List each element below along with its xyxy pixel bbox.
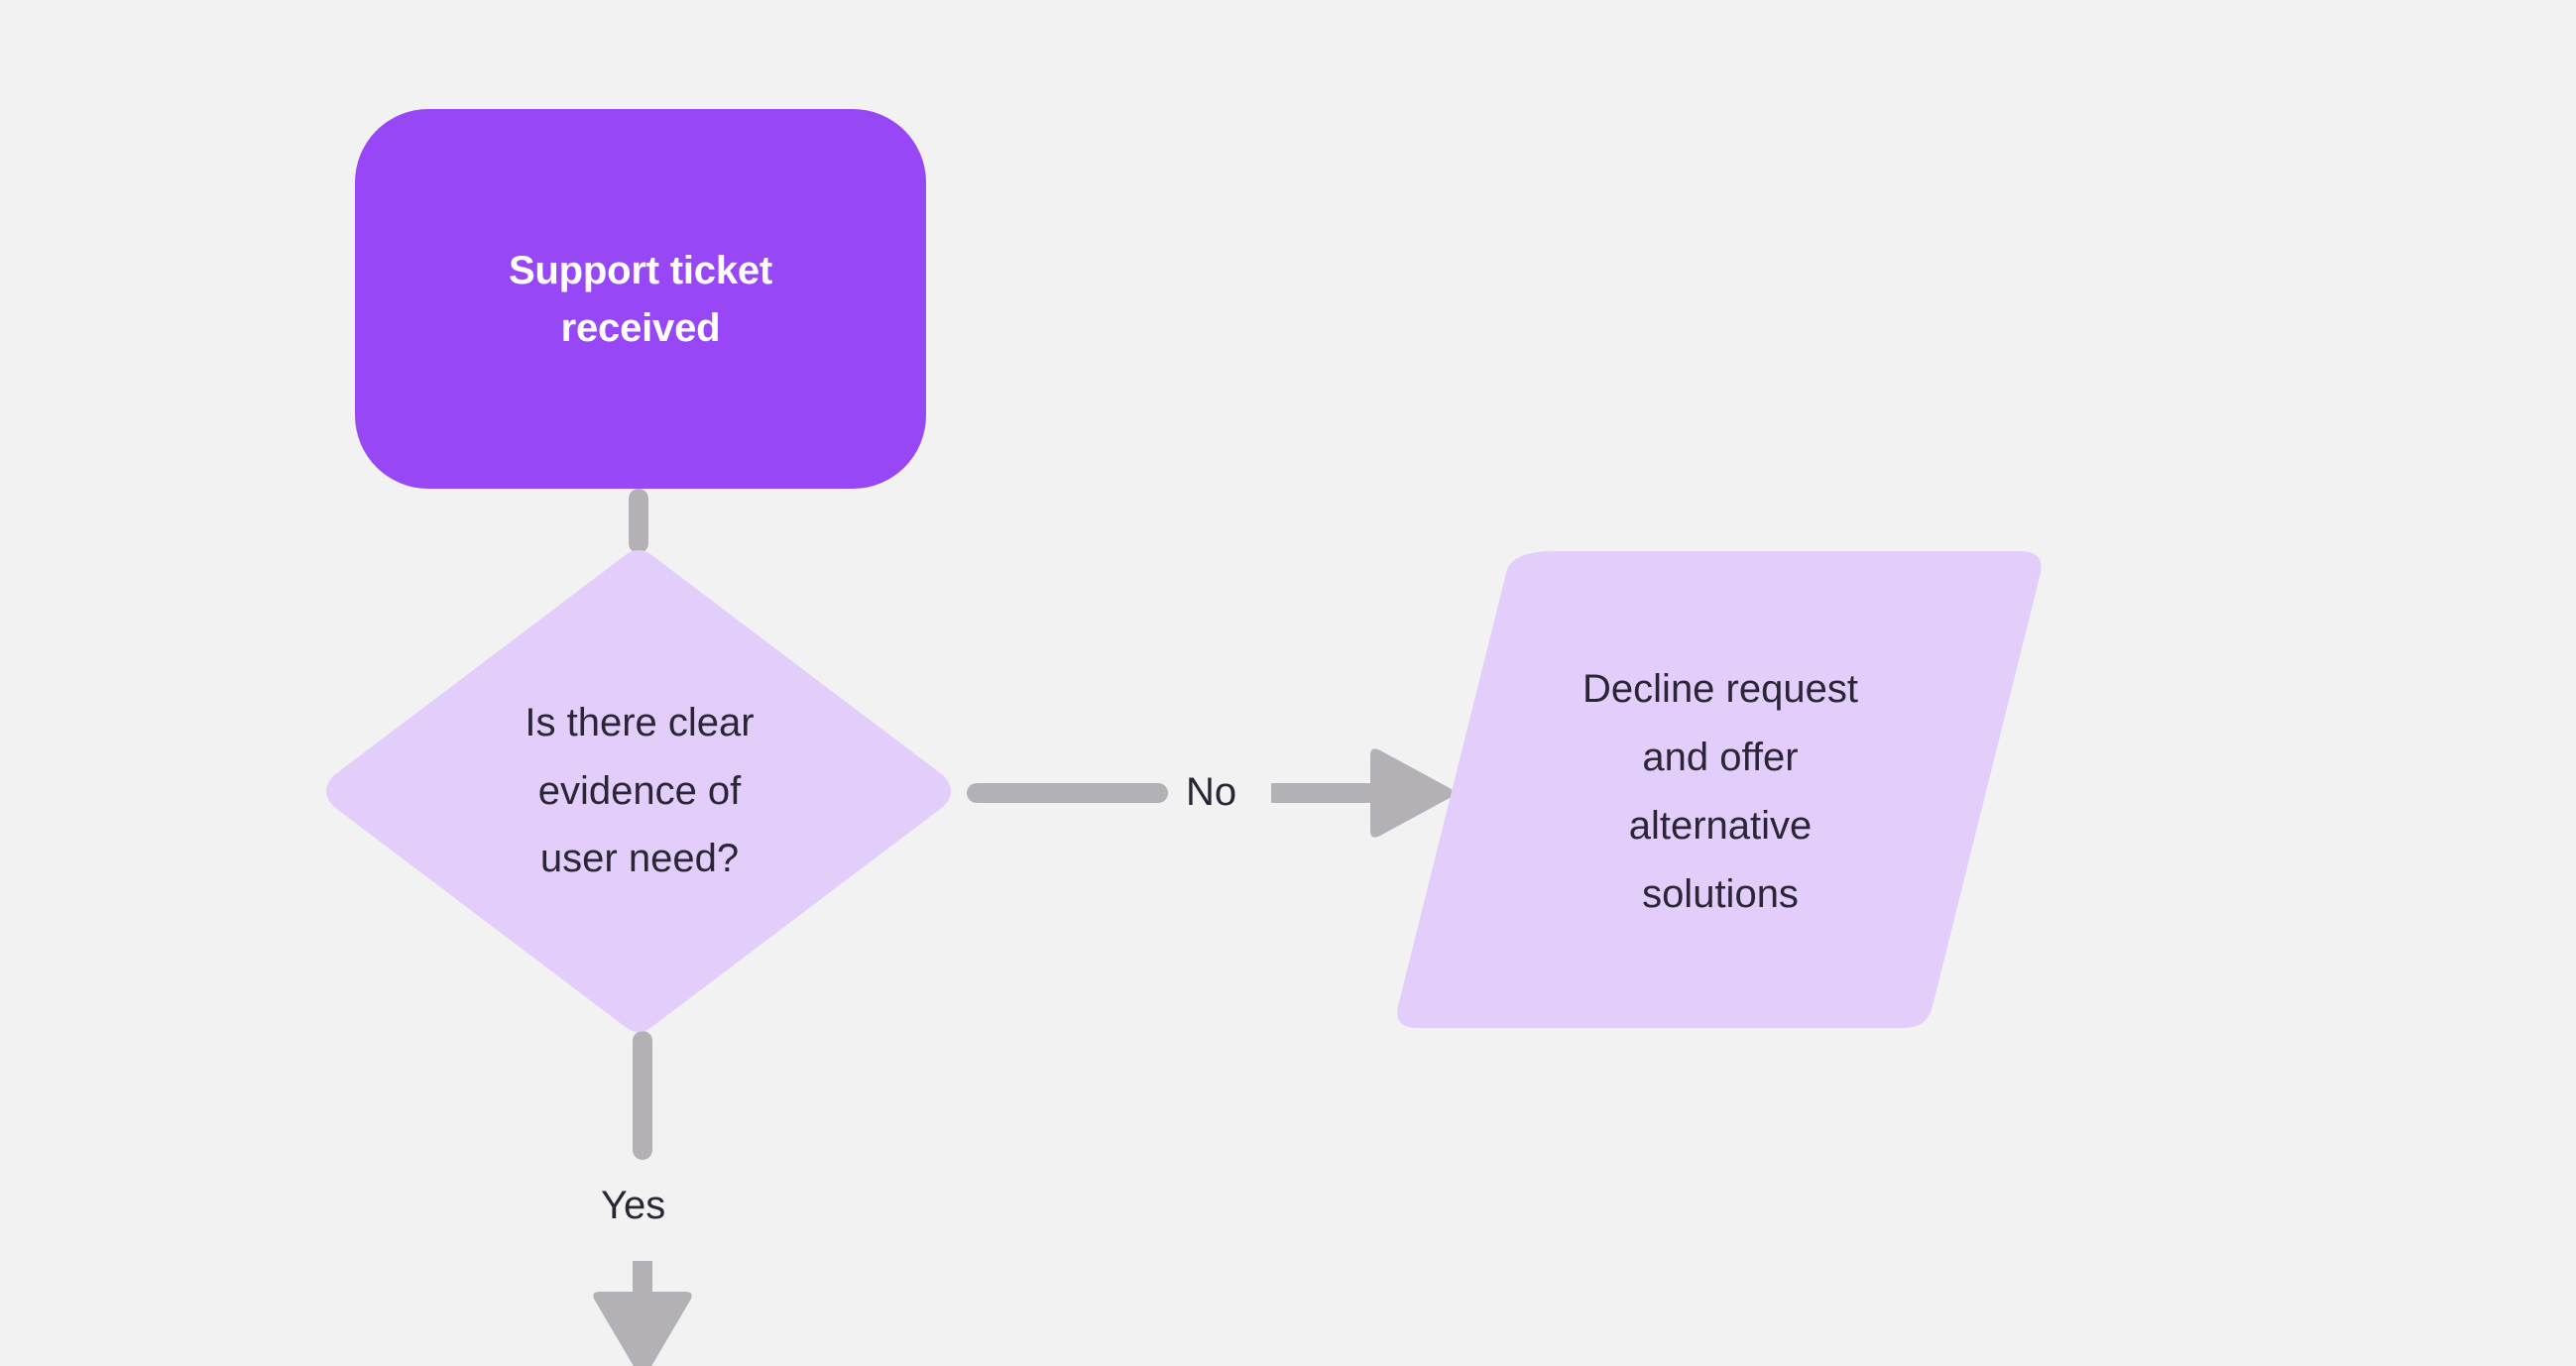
edge-label-yes: Yes bbox=[601, 1184, 666, 1227]
node-shape-start[interactable] bbox=[355, 109, 926, 489]
edge-label-no: No bbox=[1186, 770, 1237, 814]
node-shape-layer bbox=[326, 109, 2042, 1032]
connector-layer bbox=[593, 489, 1454, 1366]
arrowhead-down-icon bbox=[593, 1292, 692, 1366]
node-shape-decline[interactable] bbox=[1397, 551, 2042, 1028]
arrowhead-right-icon bbox=[1370, 748, 1454, 838]
node-shape-decision[interactable] bbox=[326, 550, 951, 1032]
